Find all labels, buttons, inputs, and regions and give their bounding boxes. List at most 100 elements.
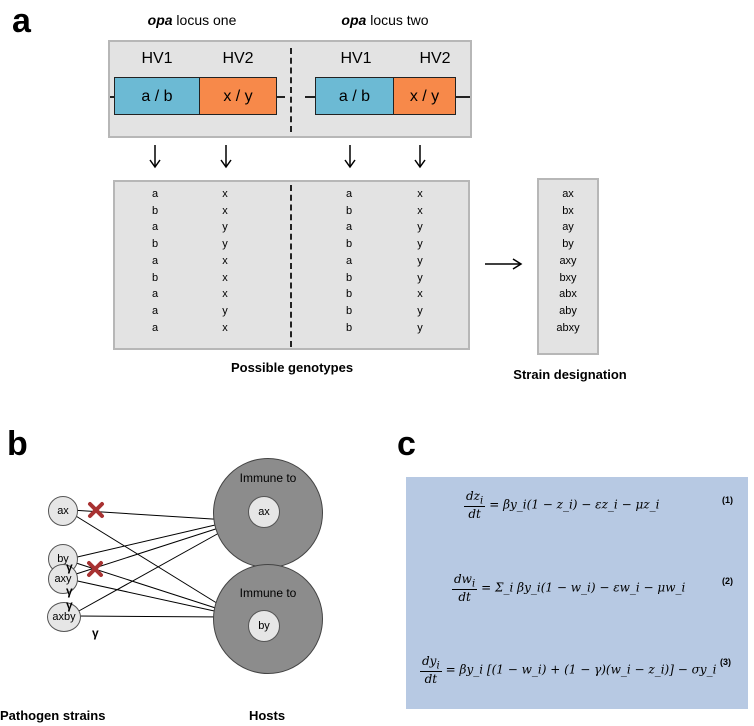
genotype-cell: y [222, 238, 228, 251]
pathogen-ax: ax [48, 496, 78, 526]
locus-one-gene-ab: a / b [114, 77, 200, 115]
strain-item: ax [562, 188, 574, 200]
locus-two-gene-xy: x / y [393, 77, 456, 115]
genotype-cell: a [345, 221, 353, 234]
strain-item: by [562, 238, 574, 251]
strain-designation-label: Strain designation [513, 367, 627, 382]
backbone-right [455, 96, 470, 98]
locus-two-hv1: HV1 [340, 50, 372, 67]
genotype-cell: y [417, 321, 423, 334]
genotype-cell: x [222, 204, 228, 217]
strain-item: abxy [556, 321, 580, 334]
genotype-cell: y [222, 221, 228, 234]
gamma-label: γ [66, 584, 73, 598]
genotype-cell: y [417, 238, 423, 251]
genotype-cell: y [222, 304, 228, 317]
genotype-col-4: x x y y y y x y y [405, 186, 435, 336]
locus-divider-bottom [290, 185, 292, 347]
genotype-cell: b [151, 271, 159, 284]
strain-list: ax bx ay by axy bxy abx aby abxy [537, 186, 599, 336]
hosts-label: Hosts [248, 708, 286, 723]
gamma-label: γ [66, 560, 73, 574]
locus-one-rest: locus one [172, 12, 237, 28]
host-one-strain: ax [248, 496, 280, 528]
genotype-cell: a [345, 188, 353, 200]
possible-genotypes-label: Possible genotypes [230, 360, 354, 375]
host-two-strain: by [248, 610, 280, 642]
locus-two-gene-ab: a / b [315, 77, 394, 115]
pathogen-axby: axby [47, 602, 81, 632]
genotype-cell: y [417, 271, 423, 284]
genotype-cell: x [222, 321, 228, 334]
locus-one-title: opa locus one [92, 12, 292, 28]
equation-2-rhs: = Σ_i βy_i(1 − w_i) − εw_i − μw_i [481, 580, 686, 595]
panel-a-letter: a [12, 2, 31, 40]
genotype-cell: b [345, 204, 353, 217]
strain-item: abx [559, 288, 577, 301]
equation-1-rhs: = βy_i(1 − z_i) − εz_i − μz_i [489, 497, 660, 512]
equation-3-number: (3) [720, 657, 731, 667]
genotype-cell: a [151, 221, 159, 234]
genotype-cell: b [151, 238, 159, 251]
locus-two-title: opa locus two [285, 12, 485, 28]
strain-item: aby [559, 304, 577, 317]
strain-box [537, 178, 599, 355]
genotype-cell: x [417, 188, 423, 200]
genotype-col-2: x x y y x x x y x [210, 186, 240, 336]
genotype-cell: x [222, 254, 228, 267]
genotype-cell: a [151, 288, 159, 301]
panel-c-letter: c [397, 425, 416, 463]
gamma-label: γ [66, 598, 73, 612]
locus-two-hv2: HV2 [419, 50, 451, 67]
locus-two-rest: locus two [366, 12, 429, 28]
host-two-label: Immune to [239, 586, 297, 600]
genotype-cell: b [345, 321, 353, 334]
genotype-cell: x [222, 271, 228, 284]
genotype-cell: x [222, 188, 228, 200]
strain-item: bxy [559, 271, 577, 284]
locus-two-italic: opa [341, 12, 367, 28]
backbone-mid-right [305, 96, 315, 98]
blocked-marks [87, 502, 104, 577]
genotype-col-1: a b a b a b a a a [140, 186, 170, 336]
genotype-cell: a [151, 254, 159, 267]
locus-divider-top [290, 48, 292, 132]
locus-one-hv2: HV2 [222, 50, 254, 67]
locus-one-italic: opa [147, 12, 173, 28]
genotype-cell: y [417, 221, 423, 234]
gamma-label: γ [92, 626, 99, 640]
pathogen-axy: axy [48, 564, 78, 594]
equation-3-rhs: = βy_i [(1 − w_i) + (1 − γ)(w_i − z_i)] … [445, 662, 717, 677]
genotype-cell: b [345, 288, 353, 301]
backbone-mid-left [277, 96, 285, 98]
strain-item: ay [562, 221, 574, 234]
genotype-cell: a [151, 321, 159, 334]
pathogen-strains-label: Pathogen strains [0, 708, 106, 723]
genotype-cell: a [151, 188, 159, 200]
genotype-cell: a [345, 254, 353, 267]
strain-item: bx [562, 204, 574, 217]
genotype-cell: y [417, 304, 423, 317]
genotype-cell: y [417, 254, 423, 267]
genotype-cell: b [345, 238, 353, 251]
equation-1-number: (1) [722, 495, 733, 505]
genotype-cell: b [345, 304, 353, 317]
panel-b-letter: b [7, 425, 28, 463]
genotype-col-3: a b a b a b b b b [334, 186, 364, 336]
genotype-cell: a [151, 304, 159, 317]
genotype-cell: b [151, 204, 159, 217]
host-one-label: Immune to [239, 471, 297, 485]
locus-one-gene-xy: x / y [199, 77, 277, 115]
equation-2-number: (2) [722, 576, 733, 586]
genotype-cell: b [345, 271, 353, 284]
genotype-cell: x [222, 288, 228, 301]
strain-item: axy [559, 254, 577, 267]
locus-one-hv1: HV1 [141, 50, 173, 67]
genotype-cell: x [417, 204, 423, 217]
equations-panel [406, 477, 748, 709]
genotype-cell: x [417, 288, 423, 301]
